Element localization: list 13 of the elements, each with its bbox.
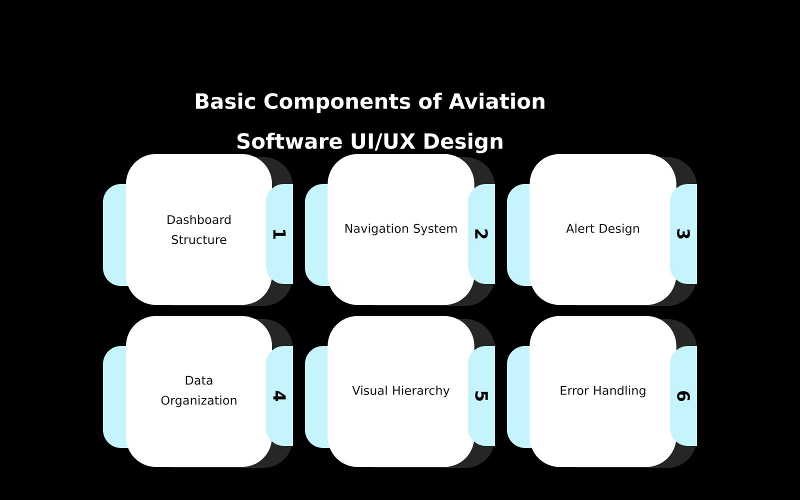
card: Dashboard Structure xyxy=(103,154,272,305)
number-tab: 6 xyxy=(670,346,697,446)
number-tab: 2 xyxy=(468,184,495,284)
number-tab: 5 xyxy=(468,346,495,446)
card: Visual Hierarchy xyxy=(305,316,474,467)
number-tab: 3 xyxy=(670,184,697,284)
card: Error Handling xyxy=(507,316,676,467)
number-tab: 4 xyxy=(266,346,293,446)
card: Alert Design xyxy=(507,154,676,305)
card: Navigation System xyxy=(305,154,474,305)
card: Data Organization xyxy=(103,316,272,467)
number-tab: 1 xyxy=(266,184,293,284)
title: Basic Components of Aviation Software UI/UX Design xyxy=(196,92,544,154)
